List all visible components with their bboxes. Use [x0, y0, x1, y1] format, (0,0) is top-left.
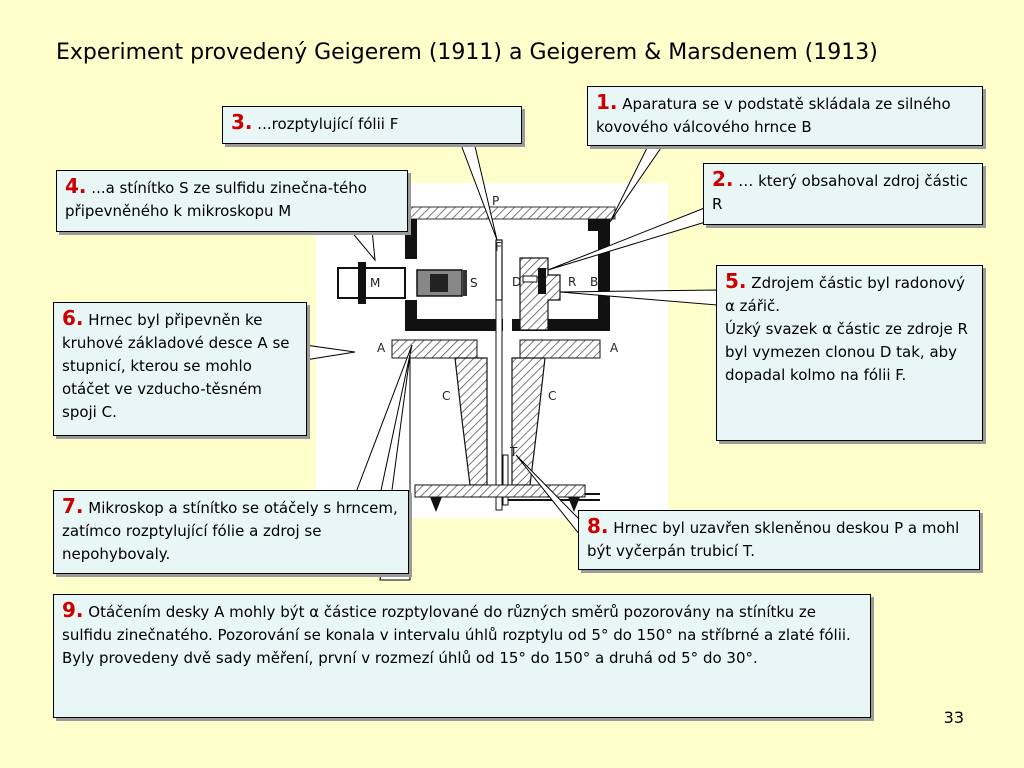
label-t: T: [509, 445, 518, 459]
slide-number: 33: [943, 708, 964, 727]
callout-text: Zdrojem částic byl radonový α zářič.: [725, 274, 966, 315]
label-d: D: [512, 275, 521, 289]
callout-text: ...rozptylující fólii F: [257, 115, 399, 133]
callout-box-4: 4. ...a stínítko S ze sulfidu zinečna-té…: [56, 170, 408, 232]
callout-box-3: 3. ...rozptylující fólii F: [222, 106, 522, 144]
callout-box-5: 5. Zdrojem částic byl radonový α zářič. …: [716, 265, 983, 441]
microscope-m: [337, 267, 406, 299]
source-r: [538, 268, 546, 294]
screen-s: [463, 270, 467, 296]
callout-text: ...a stínítko S ze sulfidu zinečna-tého …: [65, 179, 367, 220]
foot-plate: [414, 484, 586, 498]
callout-text: Otáčením desky A mohly být α částice roz…: [62, 603, 851, 667]
callout-box-8: 8. Hrnec byl uzavřen skleněnou deskou P …: [578, 510, 980, 570]
tube-t: [502, 454, 509, 506]
callout-number: 1.: [596, 90, 618, 114]
pot-bottom-left: [405, 319, 503, 331]
callout-number: 4.: [65, 174, 87, 198]
callout-text: Aparatura se v podstatě skládala ze siln…: [596, 95, 951, 136]
callout-text: Mikroskop a stínítko se otáčely s hrncem…: [62, 499, 398, 563]
callout-number: 6.: [62, 306, 84, 330]
diaphragm-d: [522, 275, 538, 283]
slide-title: Experiment provedený Geigerem (1911) a G…: [56, 40, 878, 65]
objective-lens: [430, 274, 448, 292]
label-c-right: C: [548, 389, 556, 403]
label-p: P: [492, 194, 499, 208]
callout-box-2: 2. … který obsahoval zdroj částic R: [703, 163, 983, 225]
callout-box-7: 7. Mikroskop a stínítko se otáčely s hrn…: [53, 490, 409, 574]
callout-text: Hrnec byl uzavřen skleněnou deskou P a m…: [587, 519, 960, 560]
callout-box-1: 1. Aparatura se v podstatě skládala ze s…: [587, 86, 983, 146]
base-plate-a-right: [519, 339, 601, 359]
label-s: S: [470, 276, 478, 290]
label-a-right: A: [610, 341, 619, 355]
callout-box-9: 9. Otáčením desky A mohly být α částice …: [53, 594, 871, 718]
label-r: R: [568, 275, 576, 289]
base-plate-a-left: [391, 339, 478, 359]
callout-text: Úzký svazek α částic ze zdroje R byl vym…: [725, 320, 968, 384]
joint-c-right: [511, 357, 546, 486]
label-c-left: C: [442, 389, 450, 403]
callout-number: 7.: [62, 494, 84, 518]
callout-number: 3.: [231, 110, 253, 134]
central-stem: [495, 299, 503, 511]
callout-number: 5.: [725, 269, 747, 293]
label-m: M: [370, 276, 380, 290]
pot-wall-right: [598, 219, 610, 330]
callout-number: 9.: [62, 598, 84, 622]
callout-number: 2.: [712, 167, 734, 191]
pot-corner-right: [588, 219, 610, 231]
microscope-ring: [358, 262, 366, 304]
callout-text: … který obsahoval zdroj částic R: [712, 172, 968, 213]
label-b: B: [590, 275, 598, 289]
callout-number: 8.: [587, 514, 609, 538]
label-a-left: A: [377, 341, 386, 355]
pot-wall-left-upper: [405, 219, 417, 259]
label-f: F: [495, 240, 502, 254]
callout-box-6: 6. Hrnec byl připevněn ke kruhové základ…: [53, 302, 307, 436]
callout-text: Hrnec byl připevněn ke kruhové základové…: [62, 311, 290, 421]
glass-plate-p: [404, 206, 616, 220]
